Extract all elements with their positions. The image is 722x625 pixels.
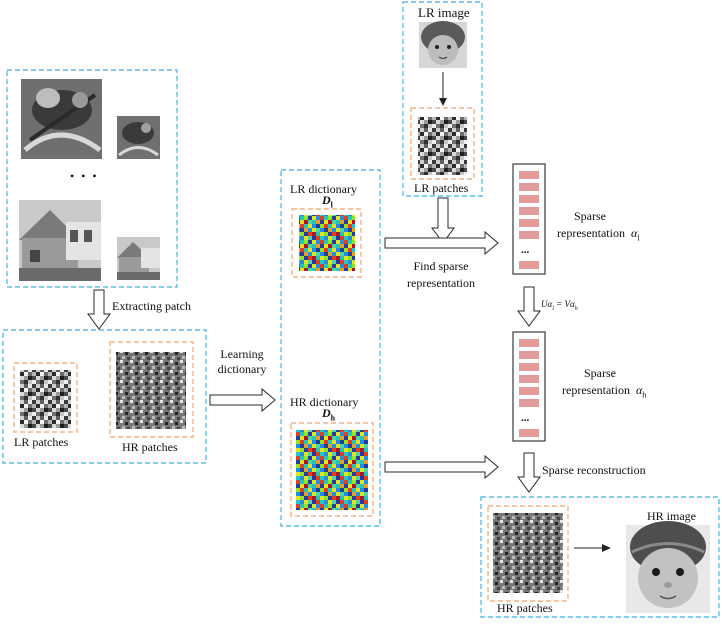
lr-patches-top-label: LR patches: [414, 181, 469, 195]
training-image-bike-small: [117, 116, 160, 159]
lr-dictionary-image: [299, 215, 355, 271]
hr-dictionary-image: [296, 430, 368, 510]
sparse-reconstruction-label: Sparse reconstruction: [542, 463, 646, 477]
find-sparse-label-2: representation: [407, 276, 475, 290]
sparse-vector-alpha-h: [512, 331, 546, 442]
hr-patches-left-label: HR patches: [122, 440, 178, 454]
arrow-lr-input-down: [431, 197, 455, 244]
arrow-hr-dict-right: [384, 454, 499, 480]
arrow-patches-to-hr-image-head: [602, 544, 611, 552]
lr-dict-symbol: Dl: [322, 193, 333, 210]
arrow-learning-dictionary: [209, 387, 276, 413]
hr-dict-box: [290, 422, 374, 517]
learning-dictionary-label-2: dictionary: [217, 362, 267, 376]
arrow-reconstruction-down: [517, 452, 541, 493]
training-image-house-large: [19, 200, 101, 281]
hr-image-label: HR image: [647, 509, 696, 523]
sparse-rep-1-line2: representation αl: [557, 226, 640, 243]
lr-patches-left-texture: [20, 370, 71, 428]
vector-1-ellipsis: ...: [521, 244, 530, 256]
dictionary-box: [280, 169, 381, 527]
vector-2-ellipsis: ...: [521, 412, 530, 424]
lr-patches-top-texture: [418, 117, 467, 175]
lr-patches-box-left: [13, 362, 78, 433]
lr-patches-box-top: [410, 107, 475, 180]
extracting-patch-label: Extracting patch: [112, 299, 191, 313]
lr-input-box: [402, 1, 483, 197]
training-image-house-small: [117, 237, 160, 280]
training-images-ellipsis: • • •: [70, 169, 99, 183]
arrow-lr-image-to-patches-head: [439, 98, 447, 106]
hr-patches-box-left: [109, 341, 194, 438]
lr-image-photo: [419, 21, 467, 68]
find-sparse-label-1: Find sparse: [413, 259, 469, 273]
lr-patches-left-label: LR patches: [14, 435, 69, 449]
hr-image-photo: [626, 521, 710, 613]
learning-dictionary-label-1: Learning: [220, 347, 264, 361]
lr-dictionary-label: LR dictionary: [290, 182, 357, 196]
hr-patches-left-texture: [116, 352, 186, 429]
lr-image-label: LR image: [418, 5, 470, 20]
hr-dict-symbol: Dh: [322, 406, 336, 423]
sparse-rep-2-line1: Sparse: [584, 366, 616, 380]
hr-patches-bottom-texture: [493, 513, 563, 593]
sparse-vector-alpha-l: [512, 163, 546, 275]
training-image-bike-large: [21, 79, 102, 159]
sparse-rep-2-line2: representation αh: [562, 383, 647, 400]
arrow-extracting-patch: [87, 289, 111, 330]
lr-dict-box: [291, 208, 362, 278]
hr-patches-bottom-label: HR patches: [497, 601, 553, 615]
arrow-find-sparse: [384, 230, 499, 256]
hr-dictionary-label: HR dictionary: [290, 395, 359, 409]
training-images-box: [6, 69, 178, 288]
hr-output-box: [480, 496, 720, 618]
arrows: [87, 197, 541, 493]
hr-patches-box-bottom: [487, 505, 569, 602]
arrow-alpha-down: [517, 286, 541, 327]
equation-label: Uαl = Vαh: [541, 299, 578, 312]
sparse-rep-1-line1: Sparse: [574, 209, 606, 223]
patch-boxes: [13, 107, 569, 602]
